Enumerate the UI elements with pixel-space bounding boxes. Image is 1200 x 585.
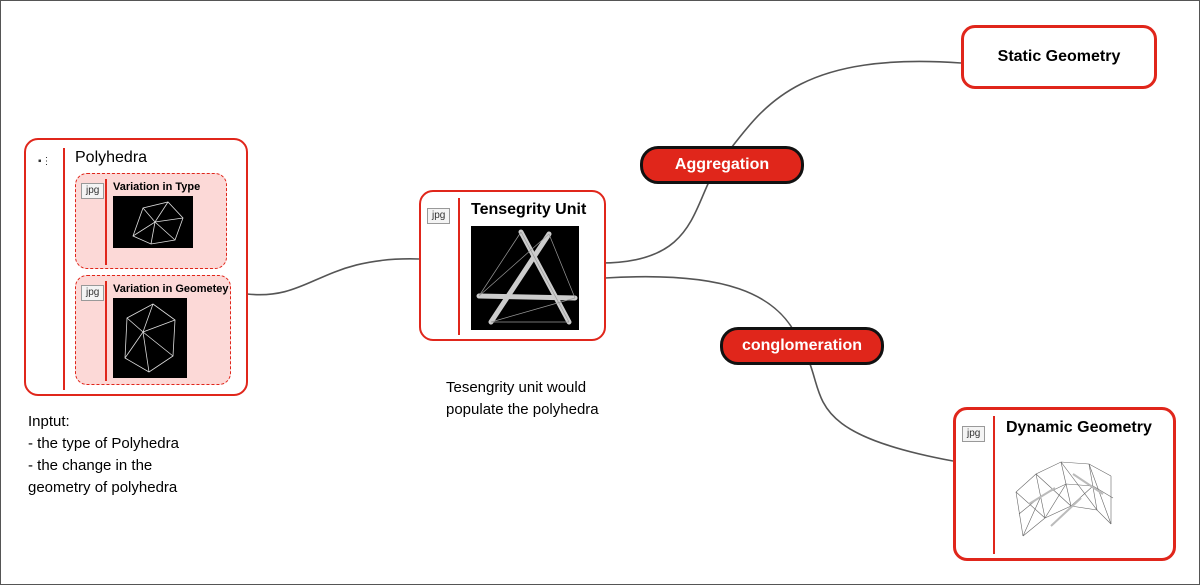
- jpg-badge: jpg: [962, 426, 986, 442]
- variation-geometry-title: Variation in Geometey: [113, 283, 229, 295]
- polyhedron-geometry-image: [113, 298, 187, 378]
- aggregation-node[interactable]: Aggregation: [640, 146, 804, 184]
- dynamic-geometry-title: Dynamic Geometry: [1006, 419, 1152, 436]
- collapse-icon[interactable]: ▪⋮: [38, 156, 52, 167]
- polyhedron-type-image: [113, 196, 193, 248]
- variation-type-subnode[interactable]: jpg Variation in Type: [75, 173, 227, 269]
- input-note-line: - the change in the: [28, 457, 153, 474]
- link-polyhedra-tensegrity: [246, 258, 420, 296]
- polyhedra-title: Polyhedra: [75, 149, 148, 166]
- variation-type-title: Variation in Type: [113, 181, 201, 193]
- jpg-badge: jpg: [81, 285, 105, 301]
- input-note: Inptut: - the type of Polyhedra - the ch…: [28, 411, 179, 499]
- dynamic-geometry-image: [1011, 454, 1116, 550]
- dynamic-geometry-node[interactable]: jpg Dynamic Geometry: [953, 407, 1176, 561]
- input-note-line: Inptut:: [28, 413, 70, 430]
- tensegrity-title: Tensegrity Unit: [471, 201, 587, 218]
- variation-geometry-subnode[interactable]: jpg Variation in Geometey: [75, 275, 231, 385]
- jpg-badge: jpg: [427, 208, 451, 224]
- link-aggregation-static: [720, 60, 962, 162]
- input-note-line: geometry of polyhedra: [28, 479, 178, 496]
- tensegrity-note-line: populate the polyhedra: [446, 401, 599, 418]
- polyhedra-node[interactable]: ▪⋮ Polyhedra jpg Variation in Type: [24, 138, 248, 396]
- input-note-line: - the type of Polyhedra: [28, 435, 179, 452]
- static-geometry-node[interactable]: Static Geometry: [961, 25, 1157, 89]
- tensegrity-unit-node[interactable]: jpg Tensegrity Unit: [419, 190, 606, 341]
- tensegrity-note-line: Tesengrity unit would: [446, 379, 587, 396]
- tensegrity-image: [471, 226, 579, 330]
- tensegrity-note: Tesengrity unit would populate the polyh…: [446, 377, 599, 421]
- static-geometry-title: Static Geometry: [997, 48, 1121, 65]
- jpg-badge: jpg: [81, 183, 105, 199]
- conglomeration-node[interactable]: conglomeration: [720, 327, 884, 365]
